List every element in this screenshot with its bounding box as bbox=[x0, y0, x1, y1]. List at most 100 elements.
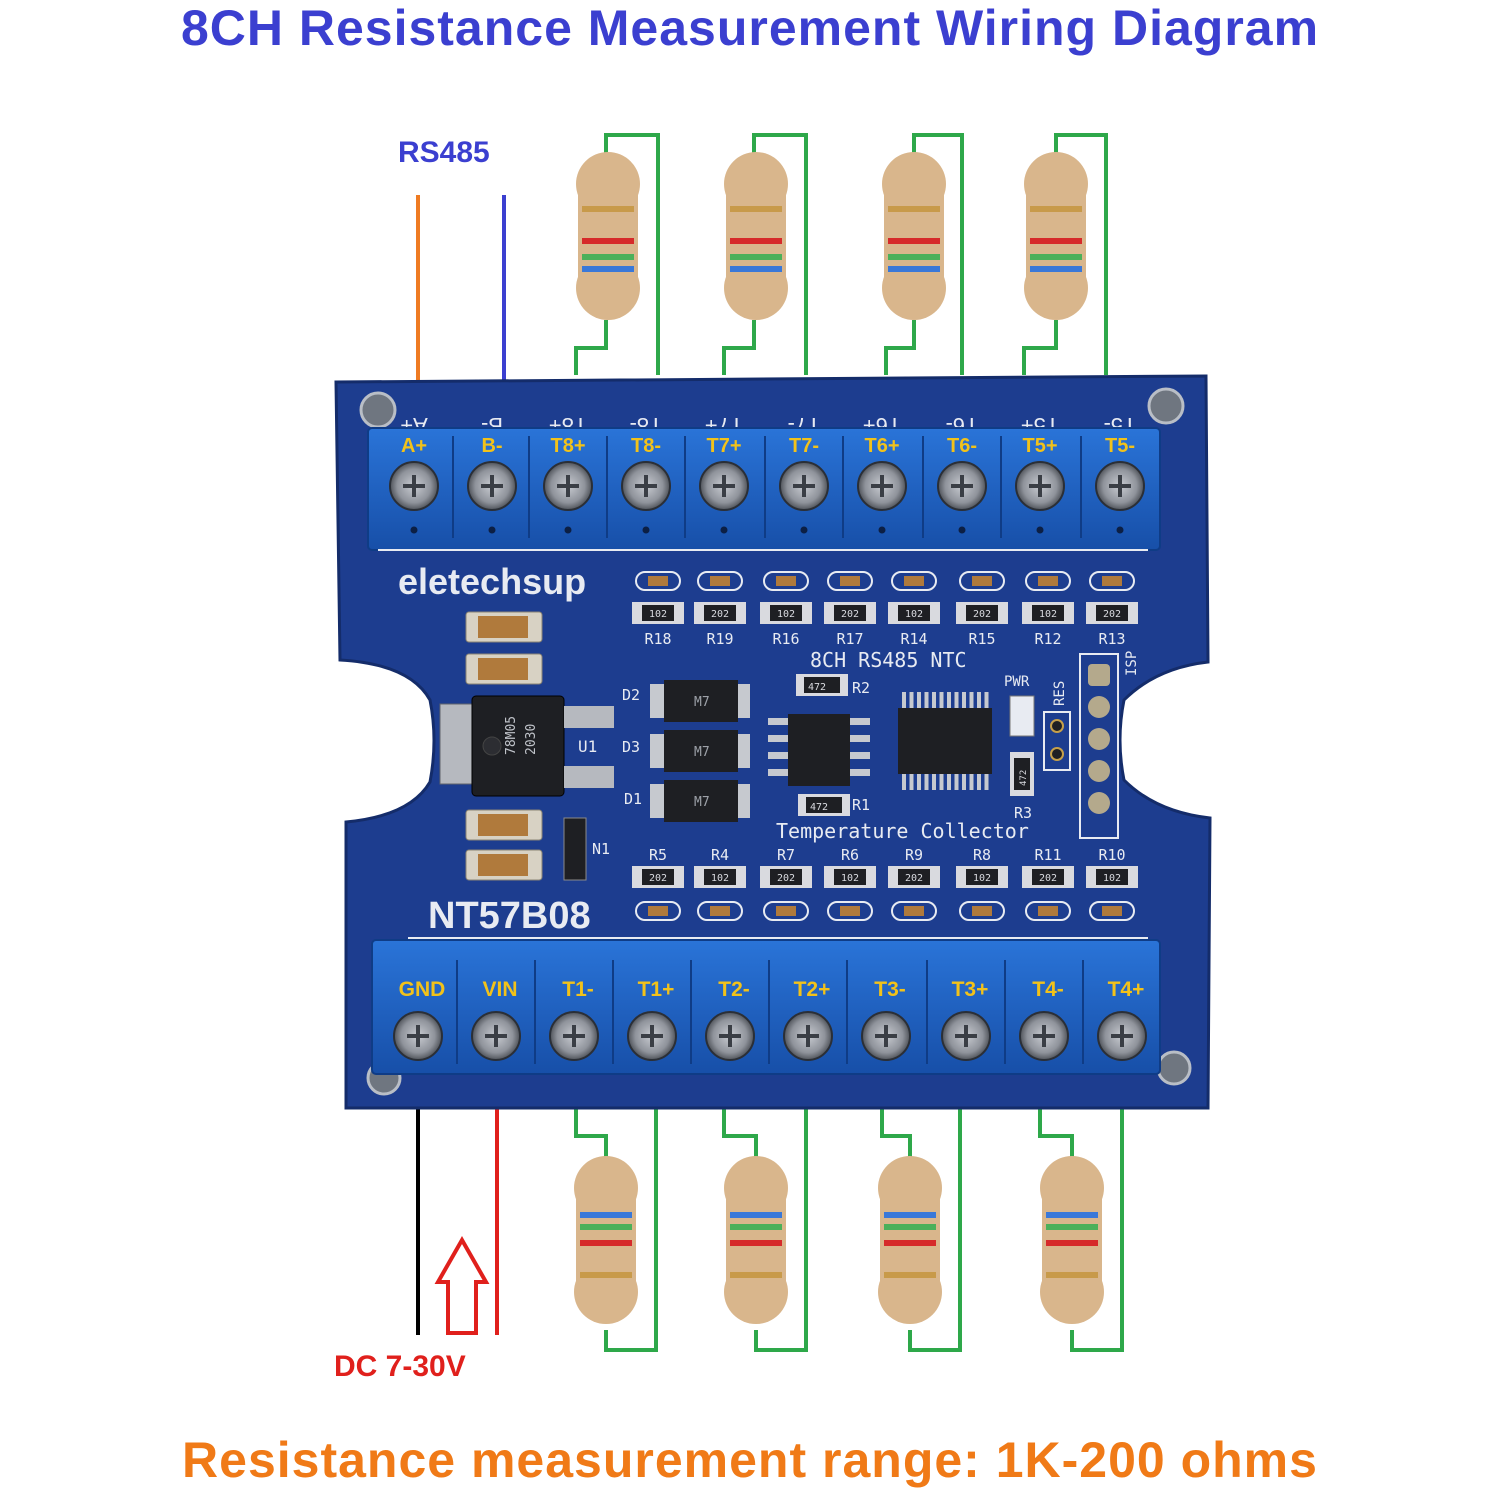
bottom-terminal-label: GND bbox=[399, 978, 446, 1001]
screw-slot bbox=[951, 475, 973, 497]
r3-label: R3 bbox=[1014, 804, 1032, 822]
bottom-resistors bbox=[574, 1156, 1104, 1324]
smd-capacitor bbox=[959, 571, 1005, 591]
smd-resistor-code: 202 bbox=[1103, 609, 1121, 620]
smd-capacitor bbox=[1089, 571, 1135, 591]
wire-entry bbox=[488, 526, 496, 534]
smd-resistor-code: 202 bbox=[649, 873, 667, 884]
top-terminal-label: T7- bbox=[789, 435, 819, 457]
u1-marking-2: 2030 bbox=[524, 724, 539, 755]
top-terminal-label: T7+ bbox=[706, 435, 741, 457]
model-silk: NT57B08 bbox=[428, 895, 591, 937]
external-resistor bbox=[1024, 152, 1088, 320]
top-terminal-label: T5- bbox=[1105, 435, 1135, 457]
screw-slot bbox=[719, 1025, 741, 1047]
resistor-designator: R4 bbox=[711, 846, 729, 864]
res-label: RES bbox=[1052, 681, 1068, 706]
external-resistor bbox=[882, 152, 946, 320]
smd-capacitor bbox=[891, 901, 937, 921]
r2-code: 472 bbox=[808, 682, 826, 693]
smd-capacitor bbox=[697, 571, 743, 591]
power-led bbox=[1009, 695, 1035, 737]
smd-capacitor bbox=[635, 571, 681, 591]
external-resistor bbox=[878, 1156, 942, 1324]
diode-n1 bbox=[563, 817, 587, 881]
screw-slot bbox=[713, 475, 735, 497]
smd-resistor-code: 202 bbox=[841, 609, 859, 620]
smd-resistor-code: 202 bbox=[777, 873, 795, 884]
u1-marking-1: 78M05 bbox=[504, 716, 519, 755]
dc-power-label: DC 7-30V bbox=[334, 1350, 466, 1383]
wire-entry bbox=[878, 526, 886, 534]
screw-slot bbox=[955, 1025, 977, 1047]
voltage-regulator-u1: 78M05 2030 U1 bbox=[439, 695, 614, 797]
d3-marking: M7 bbox=[694, 745, 710, 760]
top-terminal-label: T6+ bbox=[864, 435, 899, 457]
screw-slot bbox=[635, 475, 657, 497]
smd-capacitor bbox=[1025, 901, 1071, 921]
r3-code: 472 bbox=[1019, 770, 1029, 786]
resistor-designator: R9 bbox=[905, 846, 923, 864]
pwr-label: PWR bbox=[1004, 674, 1030, 690]
smd-resistor-code: 102 bbox=[841, 873, 859, 884]
resistor-designator: R8 bbox=[973, 846, 991, 864]
screw-slot bbox=[1033, 1025, 1055, 1047]
bottom-terminal-label: T2- bbox=[718, 978, 750, 1001]
small-resistors: 472 R2 472 R1 472 R3 bbox=[796, 674, 1034, 822]
external-resistor bbox=[724, 1156, 788, 1324]
resistor-designator: R17 bbox=[836, 630, 863, 648]
top-resistor-wires bbox=[574, 133, 1108, 375]
resistor-designator: R18 bbox=[644, 630, 671, 648]
screw-slot bbox=[875, 1025, 897, 1047]
smd-capacitor bbox=[635, 901, 681, 921]
resistor-designator: R5 bbox=[649, 846, 667, 864]
smd-resistor-code: 102 bbox=[973, 873, 991, 884]
resistor-designator: R11 bbox=[1034, 846, 1061, 864]
isp-header bbox=[1079, 653, 1119, 839]
external-resistor bbox=[574, 1156, 638, 1324]
rs485-label: RS485 bbox=[398, 136, 490, 169]
measurement-range-note: Resistance measurement range: 1K-200 ohm… bbox=[182, 1432, 1318, 1488]
smd-capacitor bbox=[827, 901, 873, 921]
u1-label: U1 bbox=[578, 737, 597, 756]
screw-slot bbox=[871, 475, 893, 497]
top-terminal-label: T5+ bbox=[1022, 435, 1057, 457]
r1-code: 472 bbox=[810, 802, 828, 813]
power-arrow-icon bbox=[434, 1235, 490, 1335]
smd-capacitor bbox=[1089, 901, 1135, 921]
resistor-designator: R19 bbox=[706, 630, 733, 648]
smd-capacitor bbox=[697, 901, 743, 921]
d2-marking: M7 bbox=[694, 695, 710, 710]
screw-slot bbox=[1109, 475, 1131, 497]
screw-slot bbox=[1029, 475, 1051, 497]
smd-resistor-code: 202 bbox=[711, 609, 729, 620]
smd-resistor-code: 202 bbox=[1039, 873, 1057, 884]
resistor-designator: R6 bbox=[841, 846, 859, 864]
screw-slot bbox=[793, 475, 815, 497]
bottom-resistor-wires bbox=[574, 1108, 1124, 1352]
wire-entry bbox=[564, 526, 572, 534]
smd-resistor-code: 202 bbox=[973, 609, 991, 620]
top-terminal-label: B- bbox=[481, 435, 502, 457]
bottom-terminal-label: T1- bbox=[562, 978, 594, 1001]
top-resistors bbox=[576, 152, 1088, 320]
wire-entry bbox=[1036, 526, 1044, 534]
bottom-terminal-label: T3+ bbox=[952, 978, 989, 1001]
screw-slot bbox=[403, 475, 425, 497]
screw-slot bbox=[481, 475, 503, 497]
bottom-terminal-label: VIN bbox=[482, 978, 517, 1001]
microcontroller-chip bbox=[898, 692, 992, 790]
bottom-smd-row: 202R5102R4202R7102R6202R9102R8202R11102R… bbox=[632, 846, 1138, 921]
d2-label: D2 bbox=[622, 686, 640, 704]
resistor-designator: R12 bbox=[1034, 630, 1061, 648]
resistor-designator: R15 bbox=[968, 630, 995, 648]
d1-label: D1 bbox=[624, 790, 642, 808]
reset-header bbox=[1043, 711, 1071, 771]
smd-capacitor bbox=[763, 571, 809, 591]
screw-slot bbox=[641, 1025, 663, 1047]
top-terminal-label: T8- bbox=[631, 435, 661, 457]
smd-capacitor bbox=[959, 901, 1005, 921]
bottom-terminal-label: T4- bbox=[1032, 978, 1064, 1001]
screw-slot bbox=[563, 1025, 585, 1047]
